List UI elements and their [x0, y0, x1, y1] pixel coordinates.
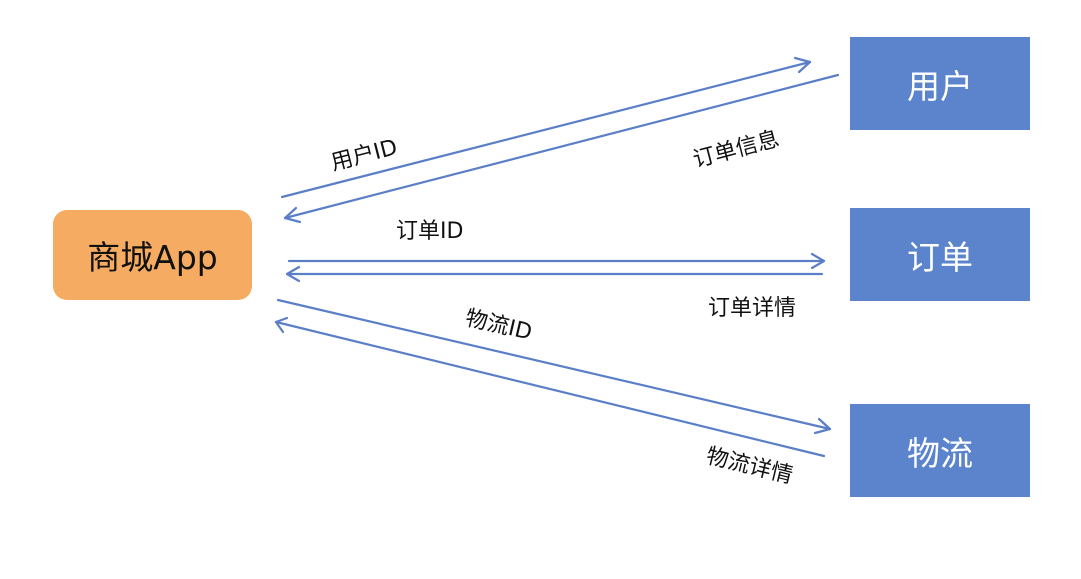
node-user: 用户 [850, 37, 1030, 130]
arrowhead-user-to-app [283, 206, 302, 224]
arrowhead-app-to-order [810, 252, 826, 270]
arrow-logistics-to-app [274, 320, 826, 458]
edge-label-order-detail: 订单详情 [708, 296, 797, 321]
node-logistics-label: 物流 [907, 433, 973, 473]
node-mall-app-label: 商城App [87, 238, 218, 277]
arrowhead-app-to-logistics [813, 417, 832, 435]
arrow-user-to-app [283, 73, 840, 220]
node-logistics: 物流 [850, 404, 1030, 497]
node-order-label: 订单 [907, 237, 973, 277]
arrowhead-app-to-user [793, 56, 812, 74]
node-mall-app: 商城App [53, 210, 252, 300]
arrowhead-order-to-app [285, 265, 301, 283]
node-user-label: 用户 [907, 66, 973, 106]
arrow-app-to-user [280, 60, 812, 199]
arrow-app-to-logistics [276, 298, 832, 431]
arrowhead-logistics-to-app [274, 316, 289, 334]
node-order: 订单 [850, 208, 1030, 301]
edge-label-order-id: 订单ID [396, 219, 464, 244]
